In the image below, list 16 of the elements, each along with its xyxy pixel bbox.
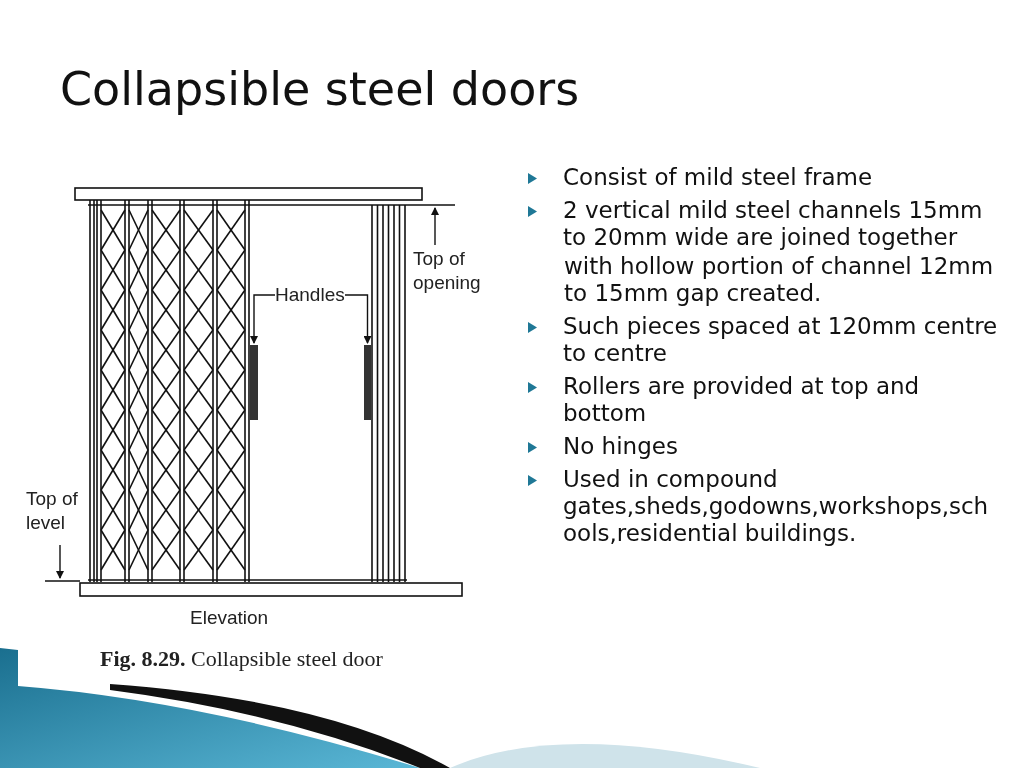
handle-bar: [364, 345, 371, 420]
figure-label: Top of opening: [413, 247, 482, 295]
bullet-text: Such pieces spaced at 120mm centre to centre: [563, 313, 998, 367]
callout-label: Handles: [275, 283, 345, 307]
bullet-text: Rollers are provided at top and bottom: [563, 373, 921, 427]
figure-label: Elevation: [190, 606, 270, 630]
bullet-text: Used in compound gates,sheds,godowns,workshops,schools,residential buildings.: [563, 466, 990, 547]
leader-line: [250, 294, 276, 344]
bullet-text: with hollow portion of channel 12mm to 15mm gap created.: [564, 253, 995, 307]
bullet-text: Consist of mild steel frame: [563, 164, 873, 191]
leader-line: [344, 294, 372, 344]
handle-bar: [250, 345, 258, 420]
figure-label: Top of level: [26, 487, 79, 535]
slide-title: Collapsible steel doors: [60, 62, 580, 116]
figure-caption: Fig. 8.29. Collapsible steel door: [100, 646, 383, 672]
bullet-text: No hinges: [563, 433, 678, 460]
